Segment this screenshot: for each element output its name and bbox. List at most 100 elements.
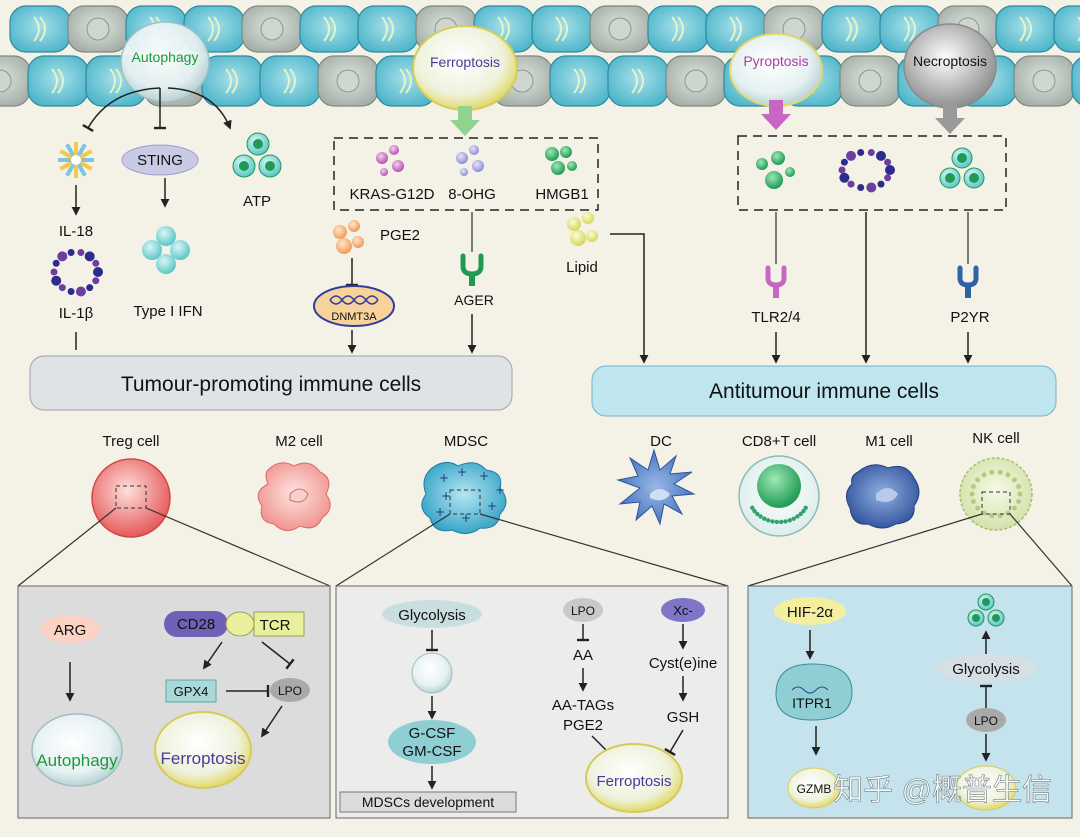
- il18-burst-core: [71, 155, 81, 165]
- epithelial-cell: [259, 55, 321, 107]
- dnmt3a-label: DNMT3A: [331, 311, 377, 323]
- epithelial-organelle: [671, 16, 684, 42]
- mdsc-glycolysis-label: Glycolysis: [398, 607, 466, 624]
- pge2-label: PGE2: [380, 227, 420, 244]
- kras-label: KRAS-G12D: [349, 186, 434, 203]
- treg-cell: [91, 458, 171, 538]
- m1-cell-label: M1 cell: [865, 433, 913, 450]
- pamp-particle: [847, 180, 855, 188]
- cd8-granule: [752, 508, 757, 514]
- epithelial-organelle: [555, 16, 568, 42]
- cd8-granule: [779, 519, 784, 525]
- pamp-particle: [867, 149, 875, 156]
- epithelial-cell: [1013, 55, 1075, 107]
- mdsc-granule: +: [495, 483, 505, 497]
- hmgb1-icon: [545, 146, 577, 175]
- cd8-granule: [787, 518, 792, 523]
- epithelial-organelle: [573, 68, 586, 94]
- epithelial-cell: [1053, 5, 1080, 53]
- hif-label: HIF-2α: [787, 604, 834, 621]
- il1b-particle: [57, 251, 68, 262]
- mdsc-glycolysis-pill: Glycolysis: [382, 600, 482, 628]
- il18-label: IL-18: [59, 223, 93, 240]
- nk-lpo-pill: LPO: [966, 708, 1006, 732]
- epithelial-cell: [531, 5, 593, 53]
- gzmb-label: GZMB: [797, 782, 832, 796]
- autophagy-branches: [82, 87, 232, 133]
- nk-granule: [1017, 491, 1023, 497]
- tlr-receptor-icon: [765, 265, 787, 298]
- epithelial-organelle: [225, 68, 238, 94]
- ager-receptor-icon: [460, 253, 484, 286]
- cd8-granule: [801, 508, 806, 514]
- necroptosis-particle-ring-icon: [838, 149, 895, 193]
- cd8-granule: [803, 505, 808, 510]
- epithelial-cell-body: [1071, 57, 1080, 105]
- nk-granule: [970, 484, 976, 489]
- gzmb-vesicle: GZMB: [787, 767, 841, 809]
- epithelial-cell: [589, 5, 651, 53]
- cd28-tcr-complex: CD28 TCR: [164, 611, 305, 637]
- pge2-icon: [333, 220, 364, 254]
- mdsc-granule: +: [457, 465, 467, 479]
- cd8-granule: [750, 505, 755, 510]
- hif-pill: HIF-2α: [774, 597, 846, 625]
- mdsc-granule: +: [441, 489, 451, 503]
- p2yr-receptor-icon: [957, 265, 979, 298]
- pamp-particle: [840, 158, 848, 166]
- epithelial-organelle: [631, 68, 644, 94]
- gsh-label: GSH: [667, 709, 700, 726]
- epithelial-cell: [9, 5, 71, 53]
- epithelial-cell: [995, 5, 1057, 53]
- mdsc-ferroptosis-label: Ferroptosis: [596, 773, 671, 790]
- necroptosis-bubble: Necroptosis: [903, 23, 997, 134]
- pamp-particle: [876, 150, 886, 161]
- cd8-cell-label: CD8+T cell: [742, 433, 816, 450]
- necroptosis-atp-icon: [939, 147, 985, 189]
- tcr-label: TCR: [260, 617, 291, 634]
- ohg-icon: [456, 145, 484, 176]
- nk-ferroptosis-vesicle: [955, 765, 1017, 811]
- arg-pill: ARG: [40, 615, 100, 643]
- mdsc-lpo-label: LPO: [571, 604, 595, 618]
- epithelial-nucleus: [1032, 69, 1056, 93]
- itpr1-cell: ITPR1: [775, 663, 853, 721]
- epithelial-cell: [1071, 57, 1080, 105]
- pamp-particle: [884, 174, 892, 182]
- epithelial-organelle: [323, 16, 336, 42]
- gcsf-label: G-CSF: [409, 725, 456, 742]
- epithelial-cell: [317, 55, 379, 107]
- csf-pill: G-CSF GM-CSF: [388, 720, 476, 764]
- il1b-particle: [93, 267, 103, 277]
- antitumour-label: Antitumour immune cells: [709, 380, 939, 403]
- arg-label: ARG: [54, 622, 87, 639]
- epithelial-nucleus: [858, 69, 882, 93]
- epithelial-nucleus: [684, 69, 708, 93]
- pamp-particle: [884, 158, 892, 166]
- tlr-label: TLR2/4: [751, 309, 800, 326]
- watermark: 知乎 @概普生信: [833, 774, 1052, 807]
- pamp-dashed-box: [737, 135, 1007, 211]
- m1-cell: [846, 464, 920, 529]
- epithelial-nucleus: [608, 17, 632, 41]
- epithelial-cell: [647, 5, 709, 53]
- mdsc-label: MDSC: [444, 433, 488, 450]
- pamp-particle: [839, 172, 850, 183]
- epithelial-cell: [201, 55, 263, 107]
- cd8-granule: [783, 519, 788, 524]
- necroptosis-label: Necroptosis: [913, 53, 987, 69]
- nk-glycolysis-pill: Glycolysis: [936, 654, 1036, 682]
- ager-label: AGER: [454, 292, 494, 308]
- epithelial-organelle: [381, 16, 394, 42]
- necroptosis-arrow: [935, 104, 965, 134]
- il1b-particle: [92, 259, 100, 267]
- epithelial-cell: [67, 5, 129, 53]
- nk-granule: [969, 491, 975, 497]
- sting-label: STING: [137, 152, 183, 169]
- epithelial-cell: [27, 55, 89, 107]
- nk-cell-label: NK cell: [972, 430, 1020, 447]
- epithelial-cell: [299, 5, 361, 53]
- nk-granule: [1005, 472, 1011, 478]
- gmcsf-label: GM-CSF: [402, 743, 461, 760]
- cd8-granule: [770, 519, 775, 524]
